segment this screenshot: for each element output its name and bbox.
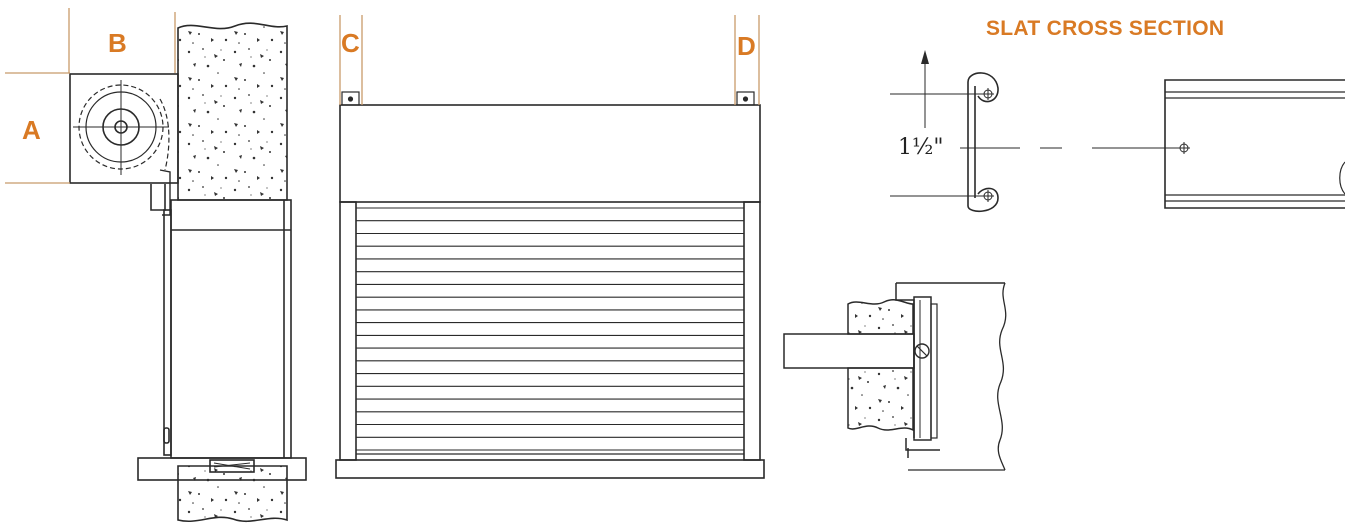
upper-wall	[177, 22, 288, 201]
dimension-label-d: D	[737, 31, 756, 61]
section-title: SLAT CROSS SECTION	[986, 17, 1225, 40]
front-elevation-view	[335, 91, 765, 479]
guide	[163, 209, 172, 456]
side-section-view	[69, 22, 307, 523]
sill	[137, 457, 307, 481]
dimension-label-c: C	[341, 28, 360, 58]
left-guide	[339, 201, 357, 461]
door-frame	[170, 199, 292, 459]
lower-wall	[177, 465, 288, 523]
bottom-bar	[335, 459, 765, 479]
slat-cross-section	[890, 50, 1345, 213]
dimension-label-a: A	[22, 115, 41, 145]
dimension-label-b: B	[108, 28, 127, 58]
dimension-lines-center	[339, 15, 760, 105]
hood-box	[69, 73, 179, 184]
slat-height-label: 1½"	[898, 135, 944, 160]
lock-bar	[783, 333, 915, 369]
right-guide	[743, 201, 761, 461]
lock-detail-view	[783, 282, 1007, 471]
front-hood	[339, 104, 761, 203]
dimension-lines-left	[5, 8, 176, 184]
